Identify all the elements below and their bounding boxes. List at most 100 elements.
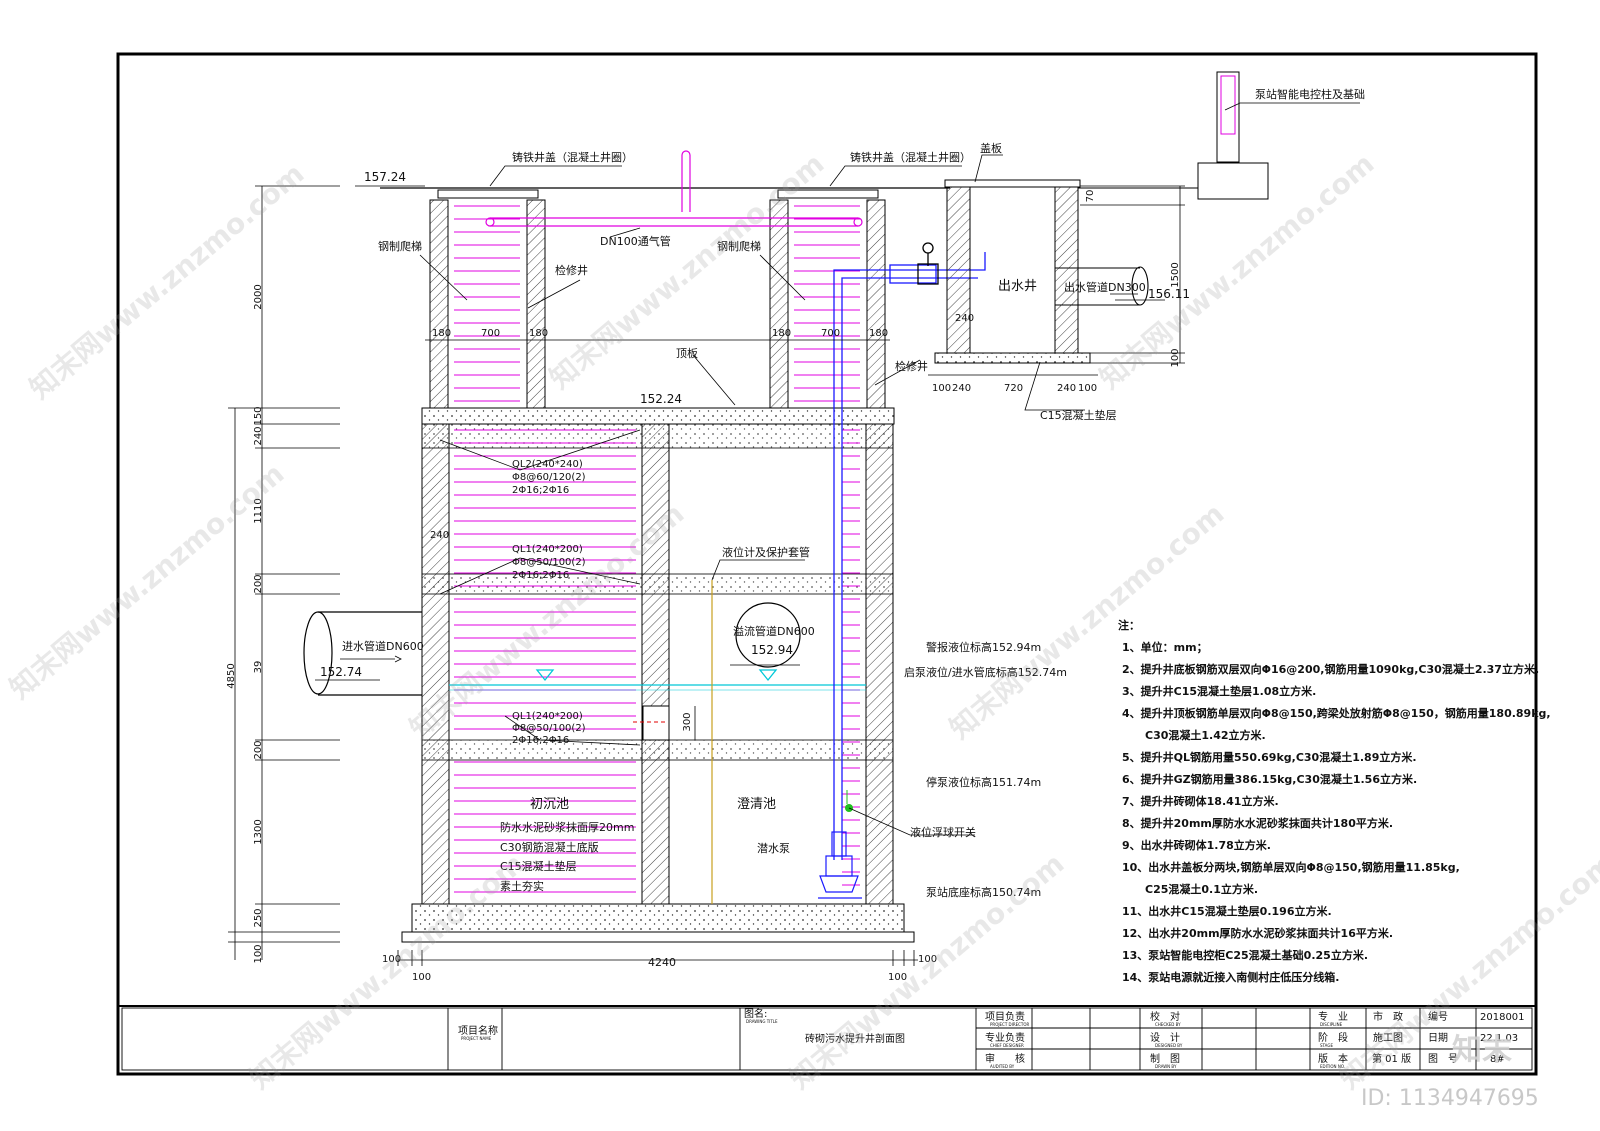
dim-700a: 700 (481, 328, 500, 339)
tb-designer: 设 计 (1150, 1031, 1180, 1044)
label-roof-slab: 顶板 (676, 346, 698, 360)
tb-discipline: 专 业 (1318, 1010, 1348, 1023)
watermark-8: 知末网www.znzmo.com (783, 847, 1070, 1095)
note-12: 12、出水井20mm厚防水水泥砂浆抹面共计16平方米. (1122, 926, 1393, 940)
title-block-grid (121, 1007, 1533, 1071)
label-pump-cabinet: 泵站智能电控柱及基础 (1255, 87, 1365, 101)
note-11: 11、出水井C15混凝土垫层0.196立方米. (1122, 904, 1332, 918)
label-c15-cushion: C15混凝土垫层 (1040, 408, 1117, 422)
tb-drawer-en: DRAWN BY (1155, 1064, 1177, 1069)
note-1: 1、单位：mm； (1122, 640, 1208, 654)
tb-discipline-en: DISCIPLINE (1320, 1022, 1343, 1027)
ring-beam-ql1-upper (421, 573, 894, 595)
note-4: 4、提升井顶板钢筋单层双向Φ8@150,跨梁处放射筋Φ8@150，钢筋用量180… (1122, 706, 1551, 720)
dim-180d: 180 (869, 328, 888, 339)
label-ql2-r2: 2Φ16;2Φ16 (512, 485, 569, 496)
drawing-border (116, 52, 1538, 1076)
watermark-3: 知末网www.znzmo.com (1093, 147, 1380, 395)
watermark-7: 知末网www.znzmo.com (243, 847, 530, 1095)
label-ql2: QL2(240*240) (512, 459, 583, 470)
label-inlet-pipe: 进水管道DN600 (342, 639, 424, 653)
elevation-outlet: 156.11 (1148, 287, 1190, 301)
tb-stage-value: 施工图 (1373, 1031, 1403, 1044)
outlet-well-cover (944, 179, 1081, 188)
tb-edition-en: EDITION NO. (1320, 1064, 1345, 1069)
tb-drawing-no-label: 图 号 (1428, 1053, 1458, 1065)
label-ql1-lower-r1: Φ8@50/100(2) (512, 723, 586, 734)
label-stop-level: 停泵液位标高151.74m (926, 775, 1041, 789)
label-cover-plate: 盖板 (980, 141, 1002, 155)
label-ql1-lower-r2: 2Φ16;2Φ16 (512, 735, 569, 746)
dim-ow-100: 100 (1170, 348, 1181, 367)
note-13: 13、泵站智能电控柜C25混凝土基础0.25立方米. (1122, 948, 1368, 962)
tb-project-name-label: 项目名称 (458, 1024, 498, 1037)
middle-wall-opening (642, 705, 670, 741)
dim-150: 150 (253, 406, 264, 425)
submersible-pump (818, 831, 862, 899)
elevation-roof: 152.24 (640, 392, 682, 406)
tb-auditor-en: AUDITED BY (990, 1064, 1015, 1069)
tb-drawing-no-value: 8# (1490, 1054, 1505, 1065)
dim-ow-b100: 100 (932, 383, 951, 394)
watermark-logo: 知末 (1452, 1033, 1512, 1068)
outlet-well-cushion (934, 352, 1091, 364)
dim-wall-240: 240 (430, 530, 449, 541)
label-ql2-r1: Φ8@60/120(2) (512, 472, 586, 483)
dim-4850: 4850 (226, 663, 237, 688)
dim-39: 39 (253, 661, 264, 674)
label-vent-pipe: DN100通气管 (600, 234, 671, 248)
tb-date-label: 日期 (1428, 1032, 1448, 1044)
label-ladder-right: 钢制爬梯 (717, 240, 761, 253)
dim-bottom-100c: 100 (888, 972, 907, 983)
label-layer-4: 素土夯实 (500, 879, 544, 893)
tb-project-director: 项目负责 (985, 1010, 1025, 1023)
tb-stage: 阶 段 (1318, 1031, 1348, 1044)
overflow-pipe (735, 602, 801, 668)
label-layer-1: 防水水泥砂浆抹面厚20mm (500, 820, 634, 834)
note-7: 7、提升井砖砌体18.41立方米. (1122, 794, 1279, 808)
note-5: 5、提升井QL钢筋用量550.69kg,C30混凝土1.89立方米. (1122, 750, 1417, 764)
label-manhole-left: 检修井 (555, 263, 588, 277)
note-8: 8、提升井20mm厚防水水泥砂浆抹面共计180平方米. (1122, 816, 1393, 830)
label-primary-tank: 初沉池 (530, 797, 569, 812)
note-4b: C30混凝土1.42立方米. (1145, 728, 1266, 742)
label-outlet-pipe: 出水管道DN300 (1064, 280, 1146, 294)
tb-discipline-value: 市 政 (1373, 1010, 1403, 1023)
elevation-inlet: 152.74 (320, 665, 362, 679)
label-float-switch: 液位浮球开关 (910, 825, 976, 839)
tb-number-label: 编号 (1428, 1010, 1448, 1023)
label-ladder-left: 钢制爬梯 (378, 240, 422, 253)
label-alarm-level: 警报液位标高152.94m (926, 640, 1041, 654)
pump-cabinet-base (1197, 162, 1269, 200)
label-start-level: 启泵液位/进水管底标高152.74m (904, 665, 1067, 679)
tb-chief-designer-en: CHIEF DESIGNER (990, 1043, 1024, 1048)
dim-180a: 180 (432, 328, 451, 339)
dim-240: 240 (253, 426, 264, 445)
dim-bottom-100b: 100 (412, 972, 431, 983)
dim-100: 100 (253, 944, 264, 963)
dimension-lines (228, 185, 1185, 966)
outlet-pipe (1055, 266, 1149, 306)
dim-ow-b240: 240 (952, 383, 971, 394)
note-9: 9、出水井砖砌体1.78立方米. (1122, 838, 1271, 852)
tb-drawing-title: 砖砌污水提升井剖面图 (805, 1032, 905, 1045)
tb-project-name-en: PROJECT NAME (461, 1036, 492, 1041)
pump-discharge-pipe (833, 242, 986, 860)
leader-lines (419, 102, 1360, 836)
elevation-overflow: 152.94 (751, 643, 793, 657)
label-manhole-right: 检修井 (895, 359, 928, 373)
watermark-1: 知末网www.znzmo.com (23, 157, 310, 405)
tb-date-value: 22.1.03 (1480, 1033, 1518, 1044)
dim-gauge-300: 300 (682, 712, 693, 731)
dim-200a: 200 (253, 574, 264, 593)
note-14: 14、泵站电源就近接入南侧村庄低压分线箱. (1122, 970, 1340, 984)
tb-drawing-title-en: DRAWING TITLE (746, 1019, 778, 1024)
dim-ow-240-in: 240 (955, 313, 974, 324)
dim-2000: 2000 (253, 284, 264, 309)
dim-200b: 200 (253, 740, 264, 759)
inlet-pipe (303, 611, 422, 696)
manhole-cover-left (437, 189, 539, 199)
tb-edition: 版 本 (1318, 1052, 1348, 1065)
label-overflow-pipe: 溢流管道DN600 (733, 624, 815, 638)
watermark-id: ID: 1134947695 (1361, 1086, 1539, 1111)
